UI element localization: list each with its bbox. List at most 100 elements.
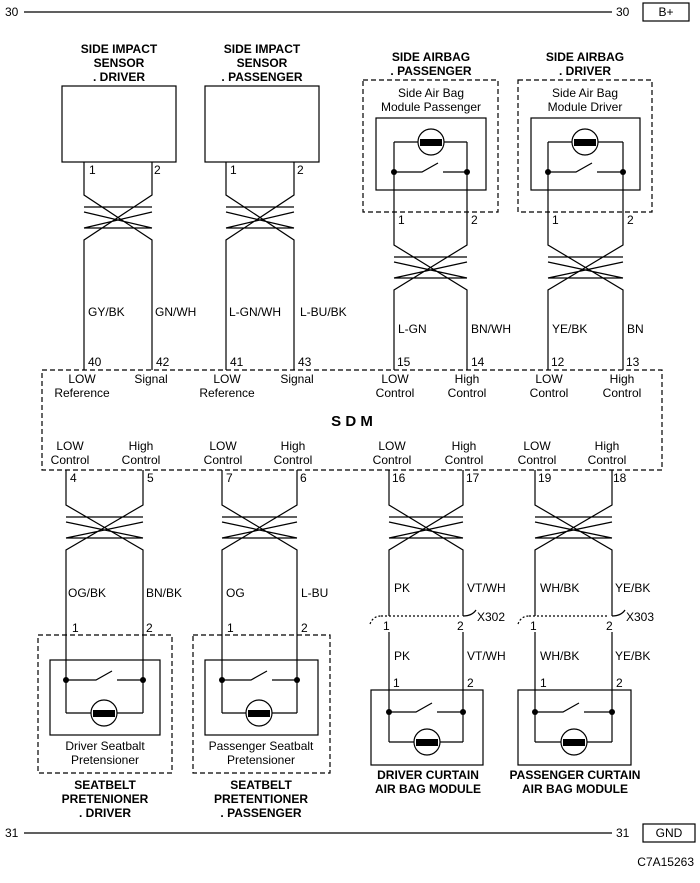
rail-top-label: B+ bbox=[658, 5, 673, 19]
sdm-pin-43: 43 bbox=[298, 355, 312, 369]
wire-wh-bk-upper: WH/BK bbox=[540, 581, 579, 595]
sdm-top-label-1a: LOW bbox=[68, 372, 96, 386]
wire-gy-bk: GY/BK bbox=[88, 305, 125, 319]
sensor-driver-title-2: SENSOR bbox=[94, 56, 145, 70]
curtain-driver-title-2: AIR BAG MODULE bbox=[375, 782, 481, 796]
sdm-top-label-1b: Reference bbox=[54, 386, 110, 400]
rail-top-right-num: 30 bbox=[616, 5, 630, 19]
pret-passenger-pin-1: 1 bbox=[227, 621, 234, 635]
airbag-driver-title-2: . DRIVER bbox=[559, 64, 611, 78]
connector-x303: X303 bbox=[626, 610, 654, 624]
sdm-top-label-3b: Reference bbox=[199, 386, 255, 400]
wire-l-bu: L-BU bbox=[301, 586, 328, 600]
sdm-pin-7: 7 bbox=[226, 471, 233, 485]
sdm-top-label-8a: High bbox=[610, 372, 635, 386]
side-impact-sensor-passenger: SIDE IMPACT SENSOR . PASSENGER 1 2 L-GN/… bbox=[204, 42, 347, 370]
airbag-driver-pin-2: 2 bbox=[627, 213, 634, 227]
sdm-top-label-7a: LOW bbox=[535, 372, 563, 386]
sensor-driver-pin-1: 1 bbox=[89, 163, 96, 177]
seatbelt-pretensioner-driver: OG/BK BN/BK 1 2 Driver Seatbalt Pretensi… bbox=[37, 470, 182, 820]
sdm-bot-label-5a: LOW bbox=[378, 439, 406, 453]
sdm-top-label-6a: High bbox=[455, 372, 480, 386]
curtain-driver-pin-2: 2 bbox=[467, 676, 474, 690]
squib-icon bbox=[420, 139, 442, 146]
sdm-pin-40: 40 bbox=[88, 355, 102, 369]
squib-icon bbox=[248, 710, 270, 717]
curtain-passenger-upper-pin-1: 1 bbox=[530, 619, 537, 633]
sdm-bot-label-5b: Control bbox=[373, 453, 412, 467]
sensor-passenger-pin-2: 2 bbox=[297, 163, 304, 177]
airbag-passenger-inner-2: Module Passenger bbox=[381, 100, 481, 114]
wire-og-bk: OG/BK bbox=[68, 586, 106, 600]
airbag-passenger-inner-1: Side Air Bag bbox=[398, 86, 464, 100]
wire-pk-lower: PK bbox=[394, 649, 410, 663]
sdm-top-label-5a: LOW bbox=[381, 372, 409, 386]
curtain-passenger-pin-1: 1 bbox=[540, 676, 547, 690]
side-airbag-driver: SIDE AIRBAG . DRIVER Side Air Bag Module… bbox=[517, 50, 653, 370]
wire-ye-bk-top: YE/BK bbox=[552, 322, 587, 336]
wire-bn-wh: BN/WH bbox=[471, 322, 511, 336]
sensor-driver-pin-2: 2 bbox=[154, 163, 161, 177]
sdm-bot-label-4b: Control bbox=[274, 453, 313, 467]
squib-icon bbox=[574, 139, 596, 146]
rail-gnd: 31 31 GND bbox=[5, 823, 696, 843]
pret-driver-title-2: PRETENIONER bbox=[62, 792, 149, 806]
sdm-pin-41: 41 bbox=[230, 355, 244, 369]
side-airbag-passenger: SIDE AIRBAG . PASSENGER Side Air Bag Mod… bbox=[362, 50, 511, 370]
pret-driver-title-3: . DRIVER bbox=[79, 806, 131, 820]
sdm-pin-6: 6 bbox=[300, 471, 307, 485]
pret-driver-inner-1: Driver Seatbalt bbox=[65, 739, 145, 753]
curtain-driver-pin-1: 1 bbox=[393, 676, 400, 690]
sdm-pin-15: 15 bbox=[397, 355, 411, 369]
sdm-top-label-6b: Control bbox=[448, 386, 487, 400]
sdm-pin-16: 16 bbox=[392, 471, 406, 485]
curtain-driver-upper-pin-2: 2 bbox=[457, 619, 464, 633]
sdm-bot-label-1b: Control bbox=[51, 453, 90, 467]
sdm-bot-label-4a: High bbox=[281, 439, 306, 453]
sdm-bot-label-7a: LOW bbox=[523, 439, 551, 453]
wire-l-gn-wh: L-GN/WH bbox=[229, 305, 281, 319]
rail-b-plus: 30 30 B+ bbox=[5, 2, 690, 22]
wire-pk-upper: PK bbox=[394, 581, 410, 595]
curtain-driver-title-1: DRIVER CURTAIN bbox=[377, 768, 479, 782]
driver-curtain-airbag-module: PK VT/WH X302 1 2 PK VT/WH 1 2 DRIVER CU… bbox=[369, 470, 506, 796]
wire-ye-bk-lower: YE/BK bbox=[615, 649, 650, 663]
squib-icon bbox=[93, 710, 115, 717]
sdm-top-label-4: Signal bbox=[280, 372, 313, 386]
airbag-driver-pin-1: 1 bbox=[552, 213, 559, 227]
airbag-driver-title-1: SIDE AIRBAG bbox=[546, 50, 624, 64]
sdm-bot-label-1a: LOW bbox=[56, 439, 84, 453]
curtain-driver-upper-pin-1: 1 bbox=[383, 619, 390, 633]
sdm-bot-label-2b: Control bbox=[122, 453, 161, 467]
sdm-bot-label-8a: High bbox=[595, 439, 620, 453]
sdm-pin-13: 13 bbox=[626, 355, 640, 369]
sensor-passenger-title-1: SIDE IMPACT bbox=[224, 42, 301, 56]
wire-l-gn: L-GN bbox=[398, 322, 427, 336]
rail-bottom-right-num: 31 bbox=[616, 826, 630, 840]
sdm-pin-42: 42 bbox=[156, 355, 170, 369]
sensor-passenger-pin-1: 1 bbox=[230, 163, 237, 177]
squib-icon bbox=[416, 739, 438, 746]
pret-passenger-title-3: . PASSENGER bbox=[220, 806, 301, 820]
wire-vt-wh-lower: VT/WH bbox=[467, 649, 506, 663]
pret-driver-inner-2: Pretensioner bbox=[71, 753, 139, 767]
curtain-passenger-upper-pin-2: 2 bbox=[606, 619, 613, 633]
sdm-bot-label-6b: Control bbox=[445, 453, 484, 467]
airbag-driver-inner-1: Side Air Bag bbox=[552, 86, 618, 100]
pret-passenger-inner-1: Passenger Seatbalt bbox=[209, 739, 314, 753]
rail-top-left-num: 30 bbox=[5, 5, 19, 19]
sdm-top-label-2: Signal bbox=[134, 372, 167, 386]
sdm-bot-label-3b: Control bbox=[204, 453, 243, 467]
sdm-module: S D M 40 42 41 43 15 14 12 13 LOW Refere… bbox=[41, 355, 663, 485]
sensor-passenger-title-3: . PASSENGER bbox=[221, 70, 302, 84]
seatbelt-pretensioner-passenger: OG L-BU 1 2 Passenger Seatbalt Pretensio… bbox=[192, 470, 331, 820]
sdm-top-label-3a: LOW bbox=[213, 372, 241, 386]
wire-l-bu-bk: L-BU/BK bbox=[300, 305, 347, 319]
sdm-bot-label-6a: High bbox=[452, 439, 477, 453]
airbag-driver-inner-2: Module Driver bbox=[548, 100, 623, 114]
sdm-bot-label-3a: LOW bbox=[209, 439, 237, 453]
rail-bottom-label: GND bbox=[656, 826, 683, 840]
airbag-passenger-pin-1: 1 bbox=[398, 213, 405, 227]
wire-vt-wh-upper: VT/WH bbox=[467, 581, 506, 595]
